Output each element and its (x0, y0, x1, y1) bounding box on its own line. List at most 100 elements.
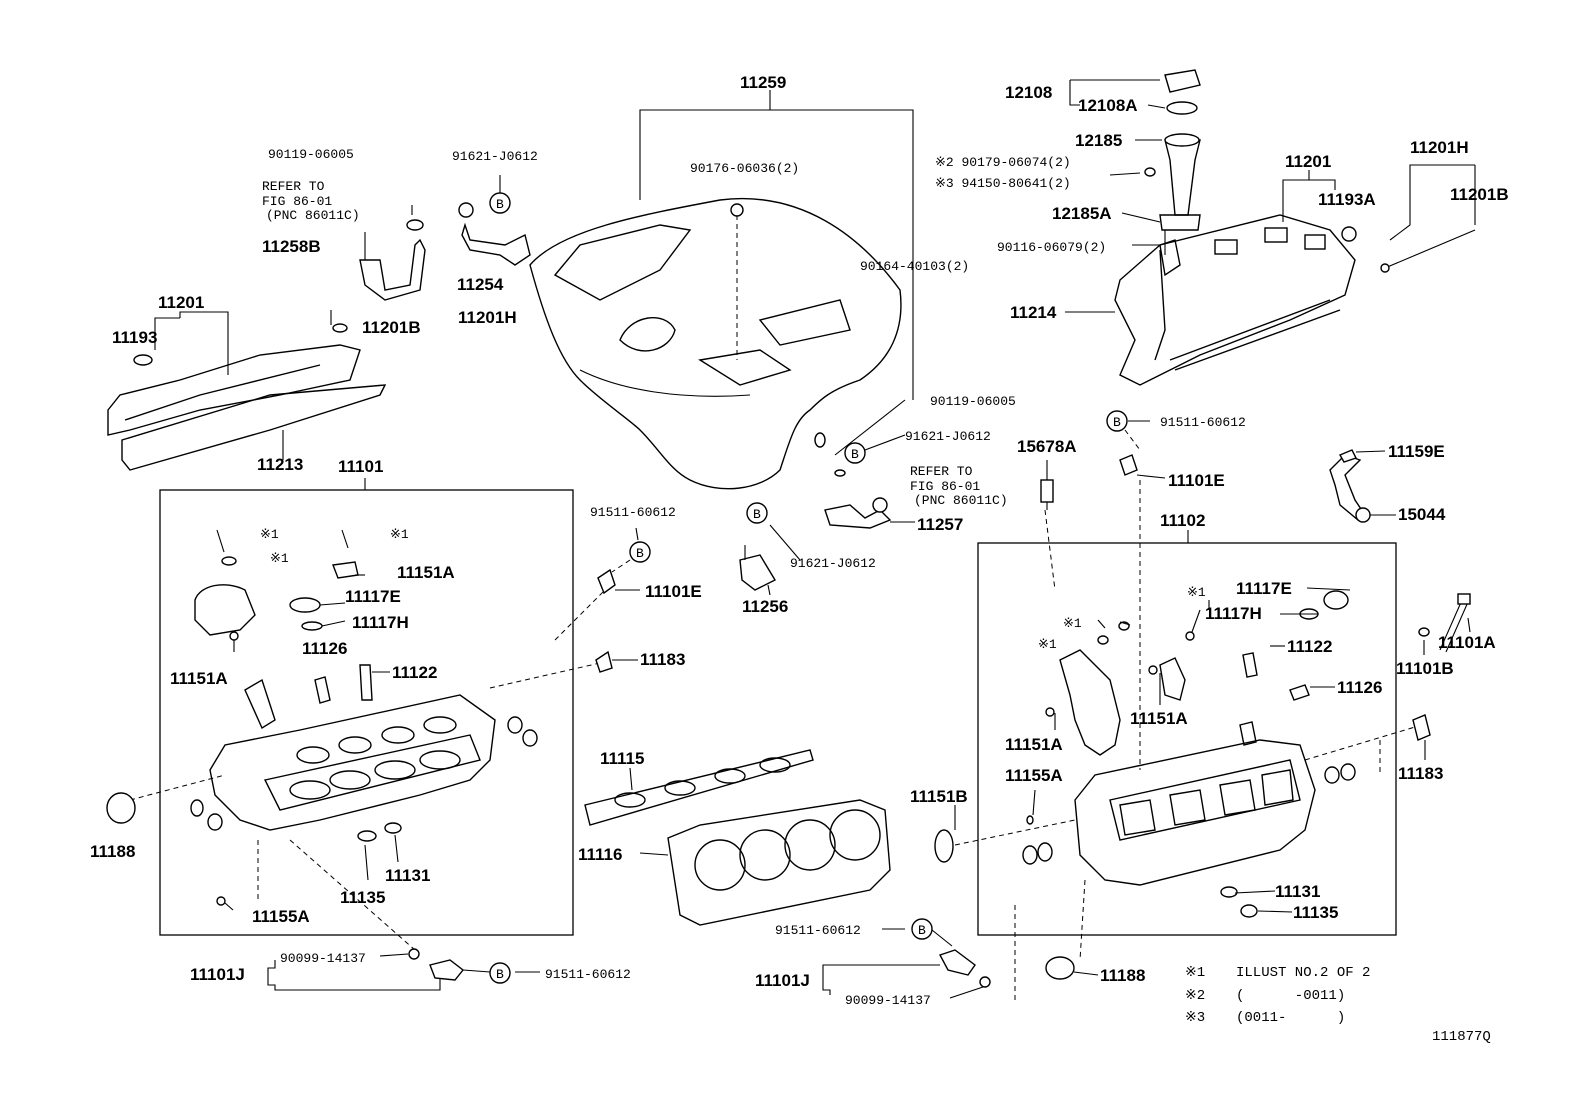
right-valve-cover (1114, 214, 1357, 386)
b-letter: B (496, 197, 504, 212)
label-91511-b1: 91511-60612 (545, 967, 631, 982)
label-11151A-a: 11151A (397, 563, 455, 582)
note-mark-1f: ※1 (1038, 637, 1057, 652)
label-11183-right: 11183 (1398, 764, 1443, 783)
label-11117E-left: 11117E (345, 587, 401, 606)
label-15678A: 15678A (1017, 437, 1077, 456)
label-11201H-right: 11201H (1410, 138, 1469, 157)
label-90116: 90116-06079(2) (997, 240, 1106, 255)
refer-text-1a: REFER TO (262, 179, 325, 194)
note-1-key: ※1 (1185, 965, 1205, 981)
left-head-box (159, 489, 574, 936)
label-11131-right: 11131 (1275, 882, 1320, 901)
note-mark-1b: ※1 (270, 551, 289, 566)
label-91621-c: 91621-J0612 (905, 429, 991, 444)
note-2-key: ※2 (1185, 988, 1205, 1004)
bolt-11101A (1412, 593, 1471, 741)
label-90099-a: 90099-14137 (280, 951, 366, 966)
label-11101J-left: 11101J (190, 965, 245, 984)
label-11101: 11101 (338, 457, 383, 476)
bracket-11257 (814, 432, 892, 529)
b-letter: B (1113, 415, 1121, 430)
refer-text-2b: FIG 86-01 (910, 479, 980, 494)
label-15044: 15044 (1398, 505, 1446, 524)
bracket-11258B (359, 205, 426, 301)
label-11258B: 11258B (262, 237, 321, 256)
label-11117H-right: 11117H (1205, 604, 1262, 623)
figure-id: 111877Q (1432, 1029, 1491, 1045)
label-90164: 90164-40103(2) (860, 259, 969, 274)
label-91511-c: 91511-60612 (1160, 415, 1246, 430)
refer-text-1c: (PNC 86011C) (266, 208, 360, 223)
label-12185A: 12185A (1052, 204, 1112, 223)
right-head-box (977, 542, 1397, 936)
oil-filler-cap (1144, 69, 1201, 255)
label-11101A: 11101A (1438, 633, 1496, 652)
label-11201B-left: 11201B (362, 318, 421, 337)
label-11151A-d: 11151A (1130, 709, 1188, 728)
label-94150: ※3 94150-80641(2) (935, 176, 1071, 191)
head-gasket-11116 (667, 799, 891, 926)
label-11201-left: 11201 (158, 293, 204, 312)
note-3-key: ※3 (1185, 1010, 1205, 1026)
b-markers (489, 192, 1128, 984)
refer-text-2c: (PNC 86011C) (914, 493, 1008, 508)
refer-text-2a: REFER TO (910, 464, 973, 479)
label-90179: ※2 90179-06074(2) (935, 155, 1071, 170)
note-mark-1c: ※1 (390, 527, 409, 542)
label-11159E: 11159E (1388, 442, 1445, 461)
label-91511-d: 91511-60612 (775, 923, 861, 938)
label-12185: 12185 (1075, 131, 1122, 150)
label-12108A: 12108A (1078, 96, 1138, 115)
label-11117E-right: 11117E (1236, 579, 1292, 598)
label-11256: 11256 (742, 597, 788, 616)
label-11117H-left: 11117H (352, 613, 409, 632)
label-11188-left: 11188 (90, 842, 135, 861)
label-11259: 11259 (740, 73, 786, 92)
note-mark-1a: ※1 (260, 527, 279, 542)
label-11115: 11115 (600, 749, 644, 768)
label-11101J-right: 11101J (755, 971, 810, 990)
label-91511-a: 91511-60612 (590, 505, 676, 520)
label-11102: 11102 (1160, 511, 1205, 530)
label-11151A-c: 11151A (1005, 735, 1063, 754)
sensor-15678A (1040, 460, 1054, 510)
label-11201B-right: 11201B (1450, 185, 1509, 204)
label-11193A: 11193A (1318, 190, 1376, 209)
label-11122-left: 11122 (392, 663, 437, 682)
label-11126-left: 11126 (302, 639, 347, 658)
label-91621-b: 91621-J0612 (790, 556, 876, 571)
label-90119-b: 90119-06005 (930, 394, 1016, 409)
fitting-11101J-right (938, 949, 991, 988)
label-11126-right: 11126 (1337, 678, 1382, 697)
label-12108: 12108 (1005, 83, 1052, 102)
left-valve-cover (107, 344, 387, 471)
label-11101E-left: 11101E (645, 582, 702, 601)
refer-text-1b: FIG 86-01 (262, 194, 332, 209)
note-3-value: (0011- ) (1236, 1010, 1345, 1026)
b-letter: B (753, 507, 761, 522)
engine-cover (529, 198, 902, 490)
intake-gasket-11115 (584, 749, 814, 826)
label-11135-left: 11135 (340, 888, 385, 907)
label-90176: 90176-06036(2) (690, 161, 799, 176)
label-11201H-left: 11201H (458, 308, 517, 327)
left-cylinder-head (190, 529, 538, 906)
label-11257: 11257 (917, 515, 963, 534)
label-90119-a: 90119-06005 (268, 147, 354, 162)
label-11183-left: 11183 (640, 650, 685, 669)
label-11155A-left: 11155A (252, 907, 310, 926)
fitting-11101J-left (408, 948, 464, 981)
label-11201-right: 11201 (1285, 152, 1331, 171)
right-cylinder-head (934, 590, 1356, 918)
label-11254: 11254 (457, 275, 504, 294)
note-2-value: ( -0011) (1236, 988, 1345, 1004)
b-letter: B (636, 546, 644, 561)
plug-11188-right (1045, 956, 1075, 980)
label-11214: 11214 (1010, 303, 1057, 322)
note-mark-1e: ※1 (1063, 616, 1082, 631)
note-1-value: ILLUST NO.2 OF 2 (1236, 965, 1370, 981)
bracket-11256 (739, 545, 776, 591)
label-11131-left: 11131 (385, 866, 430, 885)
